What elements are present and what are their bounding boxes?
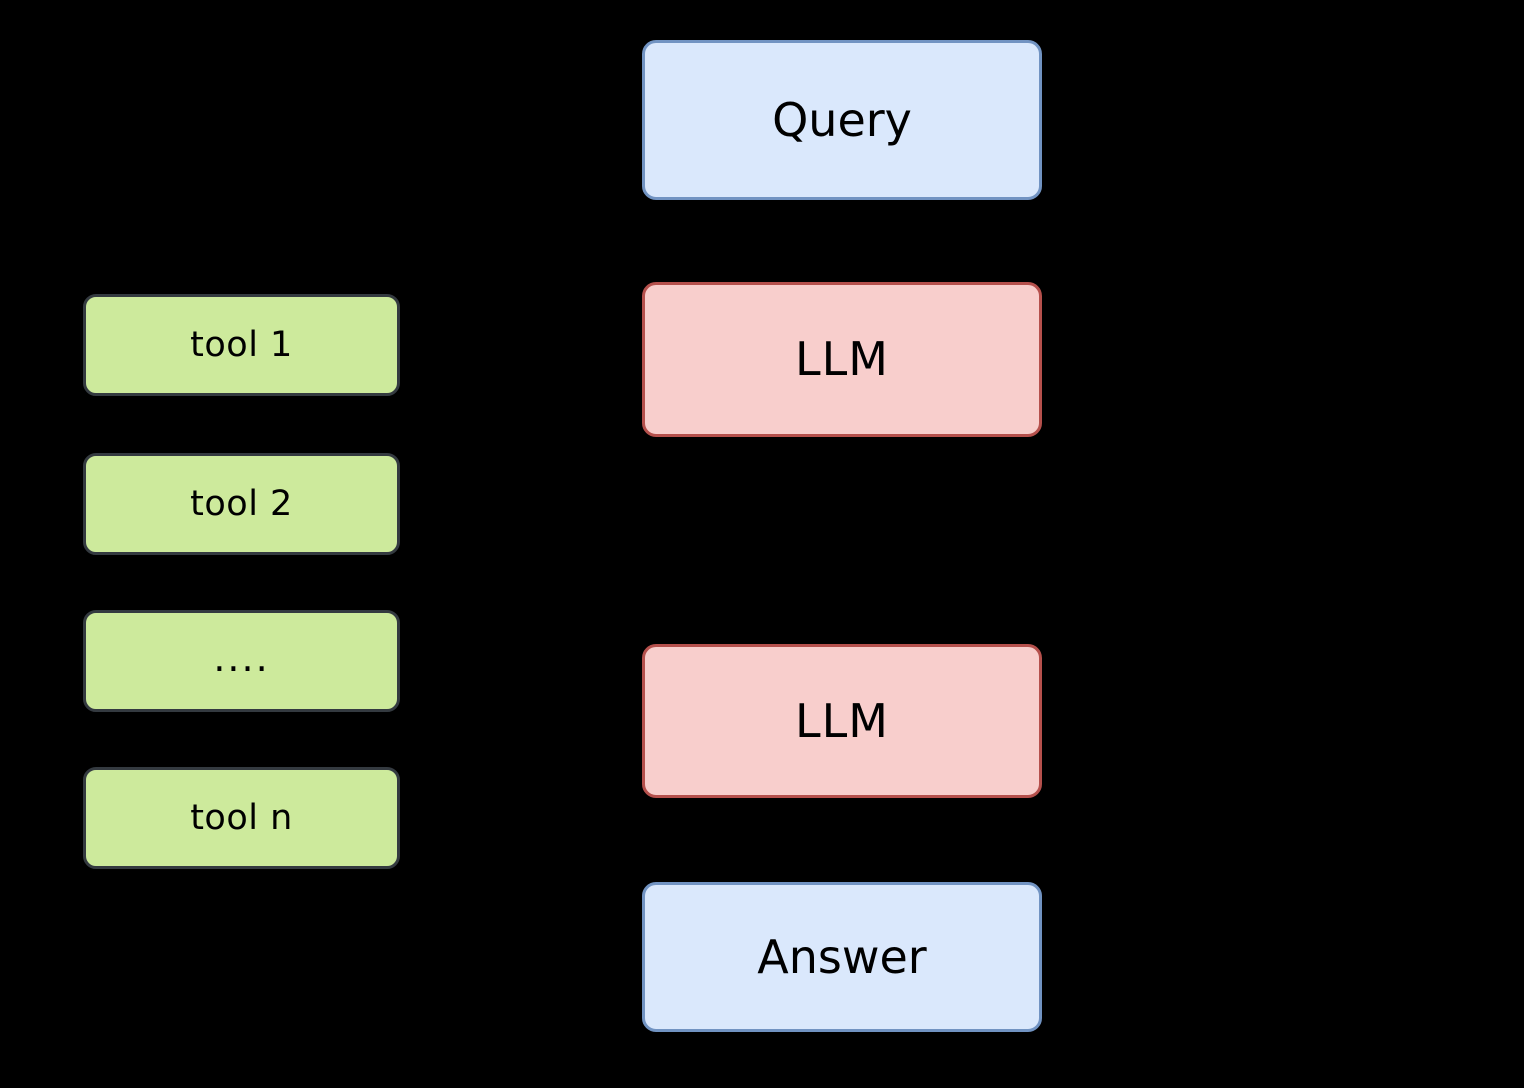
tool-box-label: .... <box>213 636 270 681</box>
answer-node[interactable]: Answer <box>642 882 1042 1032</box>
llm-node-2[interactable]: LLM <box>642 644 1042 798</box>
query-node[interactable]: Query <box>642 40 1042 200</box>
tool-box-label: tool n <box>190 797 293 838</box>
tool-box-tool-n[interactable]: tool n <box>83 767 400 869</box>
llm-node-label: LLM <box>795 332 889 387</box>
tool-box-ellipsis[interactable]: .... <box>83 610 400 712</box>
answer-node-label: Answer <box>757 929 927 984</box>
tool-box-tool-1[interactable]: tool 1 <box>83 294 400 396</box>
query-node-label: Query <box>772 92 912 147</box>
tool-box-tool-2[interactable]: tool 2 <box>83 453 400 555</box>
tool-box-label: tool 2 <box>190 483 293 524</box>
llm-node-label: LLM <box>795 693 889 748</box>
llm-node-1[interactable]: LLM <box>642 282 1042 437</box>
tool-box-label: tool 1 <box>190 324 293 365</box>
